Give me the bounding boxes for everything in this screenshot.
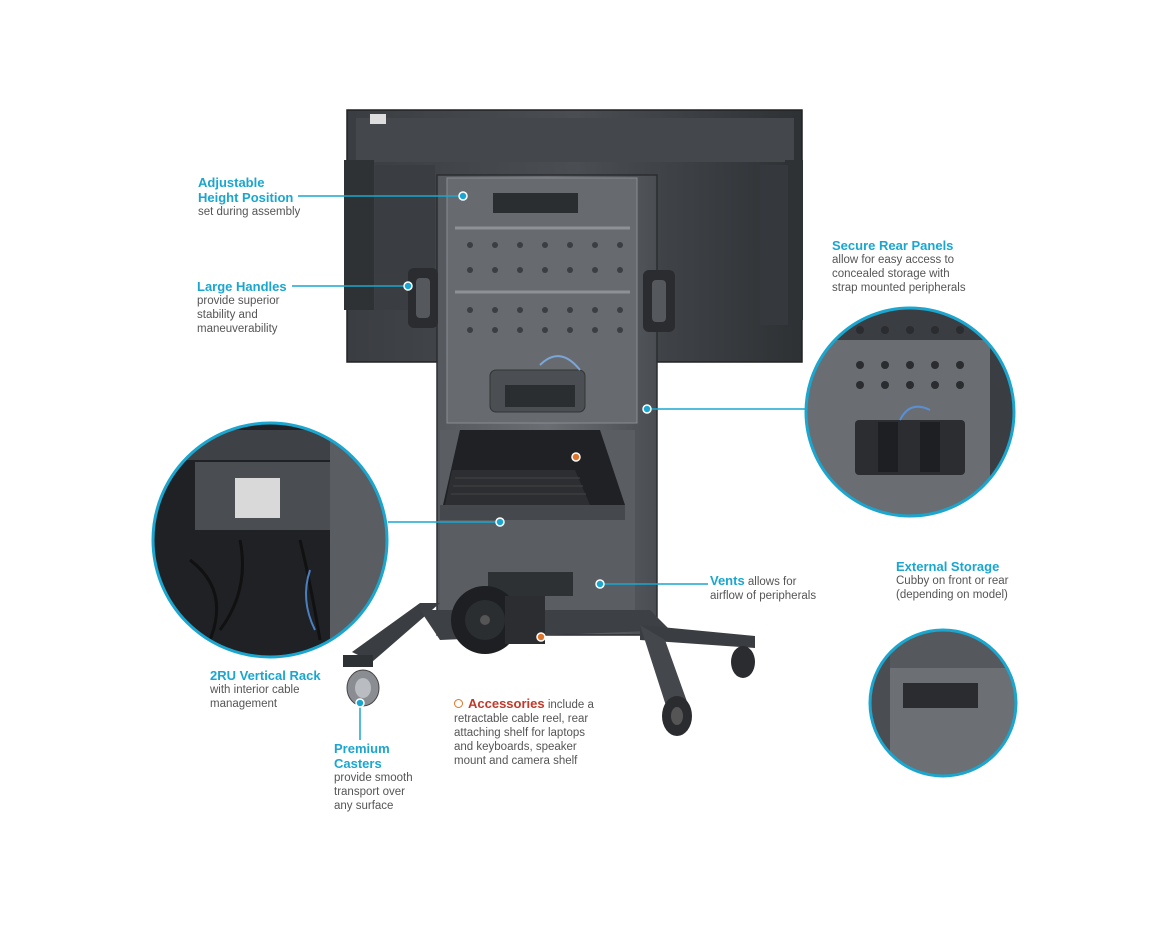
callout-secure-rear-panels: Secure Rear Panels allow for easy access…: [832, 238, 966, 295]
callout-vents: Vents allows for airflow of peripherals: [710, 573, 816, 603]
callout-title: 2RU Vertical Rack: [210, 668, 321, 683]
callout-title: Premium Casters: [334, 741, 390, 771]
callout-vertical-rack: 2RU Vertical Rack with interior cable ma…: [210, 668, 321, 711]
keyboard-shelf: [440, 430, 625, 520]
callout-title: Accessories: [468, 696, 545, 711]
callout-body: provide smooth transport over any surfac…: [334, 772, 413, 812]
callout-body: Cubby on front or rear (depending on mod…: [896, 575, 1009, 601]
handles: [408, 268, 675, 332]
callout-premium-casters: Premium Casters provide smooth transport…: [334, 741, 413, 813]
callout-title: Adjustable Height Position: [198, 175, 294, 205]
leader-dots: [355, 191, 652, 708]
callout-body: allows for airflow of peripherals: [710, 576, 817, 602]
callout-body: allow for easy access to concealed stora…: [832, 254, 966, 294]
callout-external-storage: External Storage Cubby on front or rear …: [896, 559, 1009, 602]
detail-circle-external-storage: [868, 628, 1018, 778]
accessory-marker-icon: [454, 699, 463, 709]
callout-title: Secure Rear Panels: [832, 238, 954, 253]
callout-body: with interior cable management: [210, 684, 300, 710]
callout-body: provide superior stability and maneuvera…: [197, 295, 280, 335]
callout-title: External Storage: [896, 559, 1000, 574]
callout-body: set during assembly: [198, 206, 301, 218]
callout-accessories: Accessories include a retractable cable …: [454, 696, 614, 768]
callout-body: include a retractable cable reel, rear a…: [454, 699, 594, 767]
callout-height-position: Adjustable Height Position set during as…: [198, 175, 300, 219]
accessory-markers: [536, 452, 581, 642]
cart-base: [343, 586, 755, 736]
callout-title: Large Handles: [197, 279, 287, 294]
detail-circle-vertical-rack: [151, 421, 389, 659]
cart-tower: [436, 174, 658, 636]
leader-lines: [292, 195, 808, 740]
callout-title: Vents: [710, 573, 745, 588]
detail-circle-rear-panels: [804, 306, 1016, 518]
callout-large-handles: Large Handles provide superior stability…: [197, 279, 287, 336]
